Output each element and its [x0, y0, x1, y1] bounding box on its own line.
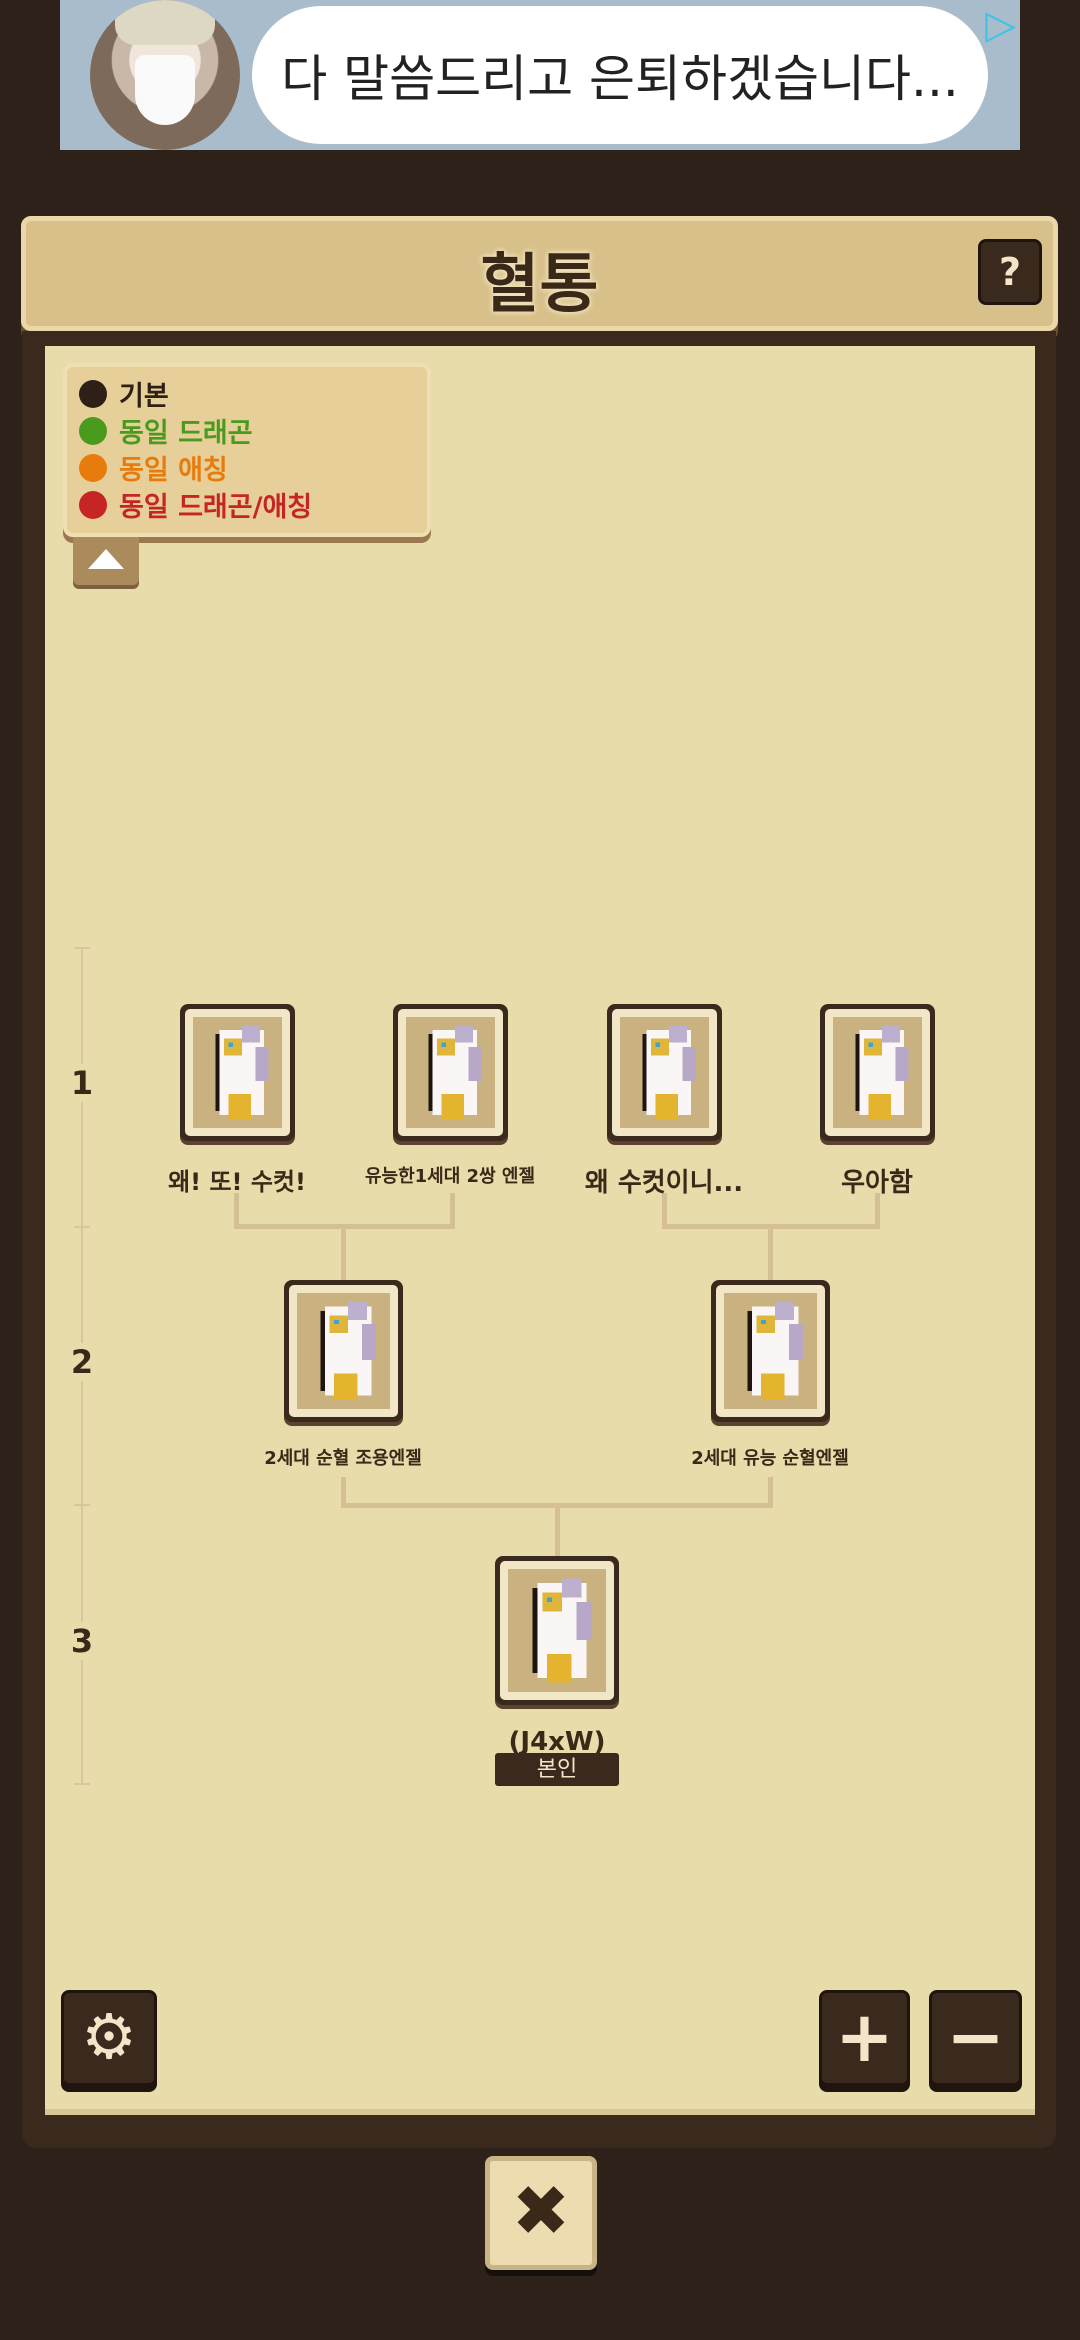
dragon-portrait	[508, 1569, 606, 1692]
self-badge: 본인	[495, 1753, 619, 1786]
chevron-up-icon	[88, 549, 124, 569]
legend-collapse-button[interactable]	[73, 537, 139, 585]
dragon-name: 유능한1세대 2쌍 엔젤	[364, 1166, 536, 1187]
legend-label: 기본	[119, 381, 169, 412]
ad-text: 다 말씀드리고 은퇴하겠습니다...	[252, 6, 988, 144]
dragon-card[interactable]	[179, 1004, 295, 1141]
dot-icon	[79, 490, 107, 519]
connector	[875, 1193, 880, 1228]
axis-tick	[74, 947, 90, 949]
dot-icon	[79, 379, 107, 408]
dragon-portrait	[619, 1017, 709, 1128]
dragon-card[interactable]	[819, 1004, 935, 1141]
pedigree-area[interactable]	[45, 346, 1035, 2115]
connector	[768, 1226, 773, 1282]
dragon-portrait	[723, 1293, 817, 1409]
legend-label: 동일 드래곤/애칭	[119, 492, 313, 523]
dot-icon	[79, 453, 107, 482]
dragon-name: 2세대 유능 순혈엔젤	[691, 1448, 849, 1469]
connector	[662, 1193, 667, 1228]
dragon-name: 우아함	[841, 1168, 913, 1198]
connector	[450, 1193, 455, 1228]
zoom-out-button[interactable]: −	[929, 1990, 1022, 2086]
dragon-portrait	[405, 1017, 495, 1128]
dragon-portrait	[832, 1017, 922, 1128]
page-title: 혈통	[480, 248, 599, 322]
generation-label: 1	[62, 1064, 102, 1102]
connector	[768, 1477, 773, 1507]
settings-button[interactable]: ⚙	[61, 1990, 157, 2086]
title-bar: 혈통 ?	[21, 216, 1058, 331]
close-button[interactable]: ✖	[485, 2156, 597, 2270]
connector	[341, 1226, 346, 1282]
legend: 기본 동일 드래곤 동일 애칭 동일 드래곤/애칭	[63, 363, 431, 537]
ad-banner[interactable]: 다 말씀드리고 은퇴하겠습니다... ▷	[60, 0, 1020, 150]
gear-icon: ⚙	[81, 2000, 137, 2073]
cap	[115, 0, 215, 45]
legend-item-same-dragon: 동일 드래곤	[79, 412, 415, 449]
card-frame	[397, 1009, 503, 1136]
axis-tick	[74, 1226, 90, 1228]
generation-label: 2	[62, 1343, 102, 1381]
connector	[234, 1193, 239, 1228]
legend-item-same-nickname: 동일 애칭	[79, 449, 415, 486]
card-frame	[184, 1009, 290, 1136]
axis-tick	[74, 1783, 90, 1785]
legend-item-basic: 기본	[79, 375, 415, 412]
connector	[341, 1477, 346, 1507]
card-frame	[288, 1285, 398, 1417]
dragon-card[interactable]	[495, 1556, 619, 1705]
legend-label: 동일 드래곤	[119, 418, 253, 449]
card-frame	[824, 1009, 930, 1136]
ad-play-icon[interactable]: ▷	[985, 2, 1016, 48]
card-frame	[500, 1561, 614, 1700]
mask	[135, 55, 195, 125]
help-button[interactable]: ?	[978, 239, 1042, 305]
axis-tick	[74, 1504, 90, 1506]
dragon-portrait	[192, 1017, 282, 1128]
dragon-card[interactable]	[392, 1004, 508, 1141]
dragon-name: 왜 수컷이니...	[584, 1168, 744, 1198]
dragon-name: 2세대 순혈 조용엔젤	[264, 1448, 422, 1469]
generation-label: 3	[62, 1622, 102, 1660]
dot-icon	[79, 416, 107, 445]
card-frame	[611, 1009, 717, 1136]
dragon-portrait	[296, 1293, 390, 1409]
zoom-in-button[interactable]: +	[819, 1990, 910, 2086]
dragon-name: (J4xW)	[508, 1727, 606, 1757]
dragon-card[interactable]	[283, 1280, 403, 1422]
legend-label: 동일 애칭	[119, 455, 228, 486]
legend-item-same-both: 동일 드래곤/애칭	[79, 486, 415, 523]
connector	[555, 1505, 560, 1557]
dragon-card[interactable]	[710, 1280, 830, 1422]
dragon-card[interactable]	[606, 1004, 722, 1141]
dragon-name: 왜! 또! 수컷!	[168, 1168, 306, 1196]
card-frame	[715, 1285, 825, 1417]
ad-avatar	[90, 0, 240, 150]
